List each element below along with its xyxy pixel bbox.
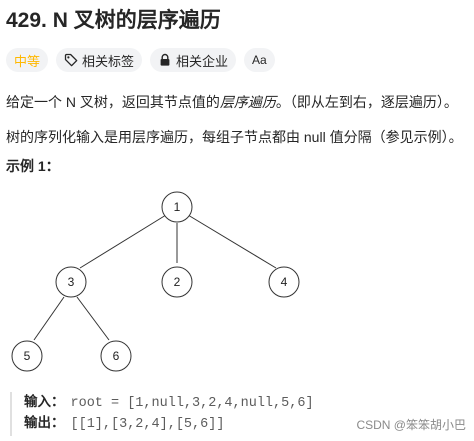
example-input-line: 输入： root = [1,null,3,2,4,null,5,6]: [24, 392, 464, 413]
description-line-2: 树的序列化输入是用层序遍历，每组子节点都由 null 值分隔（参见示例）。: [6, 129, 463, 145]
tree-node-label: 2: [174, 275, 181, 289]
related-companies-label: 相关企业: [176, 53, 229, 69]
output-value: [[1],[3,2,4],[5,6]]: [70, 417, 225, 432]
tree-node: [161, 266, 193, 298]
description-text: 。（即从左到右，逐层遍历）。: [275, 94, 458, 110]
tree-node: [100, 340, 132, 372]
example-output-line: 输出： [[1],[3,2,4],[5,6]]: [24, 413, 464, 434]
input-label: 输入：: [24, 394, 65, 409]
input-value: root = [1,null,3,2,4,null,5,6]: [70, 396, 314, 411]
output-label: 输出：: [24, 415, 65, 430]
tree-node: [11, 340, 43, 372]
tree-node-label: 3: [68, 275, 75, 289]
difficulty-badge[interactable]: 中等: [6, 48, 49, 72]
tree-edge: [187, 214, 277, 269]
tag-bar: 中等 相关标签 相关企业 Aa: [6, 48, 275, 72]
translate-icon: Aa: [252, 53, 267, 67]
example-title: 示例 1：: [6, 158, 60, 174]
translate-button[interactable]: Aa: [244, 48, 275, 72]
related-tags-button[interactable]: 相关标签: [56, 48, 143, 72]
related-tags-label: 相关标签: [82, 53, 135, 69]
tree-edge: [33, 296, 65, 341]
tree-edge: [76, 296, 110, 341]
tree-edge: [79, 214, 167, 269]
difficulty-label: 中等: [14, 53, 41, 69]
tree-node: [161, 191, 193, 223]
watermark: CSDN @笨笨胡小巴: [356, 418, 466, 432]
tree-node-label: 5: [24, 349, 31, 363]
tree-node-label: 6: [113, 349, 120, 363]
description-emphasis: 层序遍历: [219, 94, 276, 110]
tree-node-label: 4: [281, 275, 288, 289]
lock-icon: [158, 53, 172, 67]
tag-icon: [64, 53, 78, 67]
related-companies-button[interactable]: 相关企业: [150, 48, 237, 72]
example-code-block: 输入： root = [1,null,3,2,4,null,5,6] 输出： [[1…: [10, 392, 464, 436]
description-text: 给定一个 N 叉树，返回其节点值的: [6, 94, 220, 110]
tree-node-label: 1: [174, 200, 181, 214]
description-line-1: 给定一个 N 叉树，返回其节点值的层序遍历。（即从左到右，逐层遍历）。: [6, 92, 458, 112]
n-ary-tree-diagram: 1 3 2 4 5 6: [11, 191, 300, 372]
tree-node: [268, 266, 300, 298]
problem-title: 429. N 叉树的层序遍历: [6, 9, 221, 32]
tree-node: [55, 266, 87, 298]
